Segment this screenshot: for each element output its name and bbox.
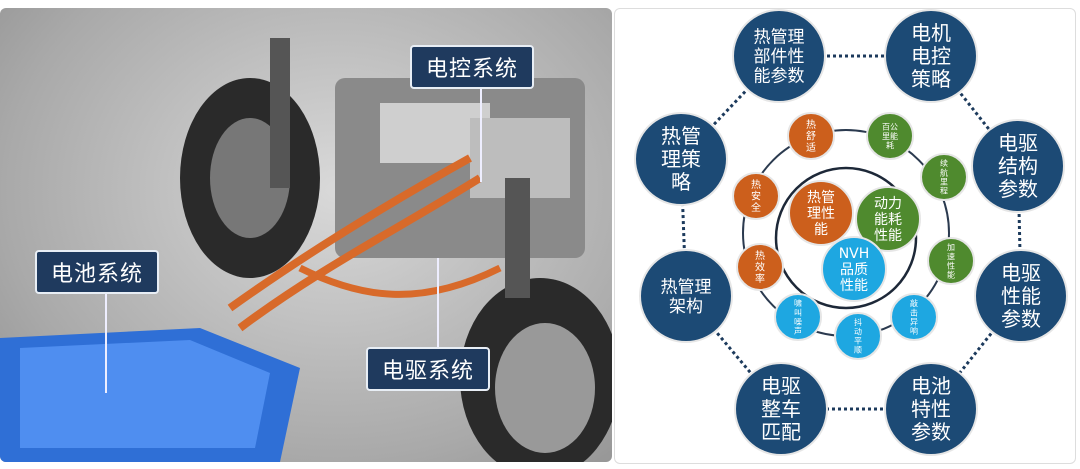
node-text: 热 xyxy=(806,118,816,131)
node-text: 电机 xyxy=(911,21,951,45)
node-text: 热管理 xyxy=(661,277,712,297)
node-text: NVH xyxy=(839,246,870,262)
chassis-illustration xyxy=(0,38,612,462)
node-text: 击 xyxy=(910,307,918,317)
node-text: 安 xyxy=(751,190,761,203)
node-text: 加 xyxy=(947,242,955,252)
node-text: 动力 xyxy=(874,196,902,212)
node-text: 续 xyxy=(940,158,948,168)
node-text: 适 xyxy=(806,142,816,154)
node-text: 性 xyxy=(947,260,955,270)
node-text: 热 xyxy=(751,178,761,191)
node-text: 热 xyxy=(755,249,765,262)
node-text: 全 xyxy=(751,201,761,214)
node-text: 能 xyxy=(814,222,828,238)
node-text: 敲 xyxy=(910,298,918,308)
node-text: 响 xyxy=(910,326,918,336)
ring-node: 热安全 xyxy=(732,172,780,220)
label-drive-system: 电驱系统 xyxy=(366,347,491,391)
node-text: 噪 xyxy=(794,317,802,326)
label-control-system: 电控系统 xyxy=(410,45,535,89)
node-text: 电驱 xyxy=(761,374,801,398)
node-text: 理性 xyxy=(807,206,835,222)
node-text: 率 xyxy=(755,272,765,285)
node-text: 耗 xyxy=(886,141,894,150)
node-text: 顺 xyxy=(854,346,862,355)
node-text: 电控 xyxy=(911,44,951,68)
node-text: 参数 xyxy=(1001,307,1041,331)
node-text: 特性 xyxy=(911,397,951,421)
node-text: 略 xyxy=(671,170,691,194)
node-text: 结构 xyxy=(998,154,1038,178)
node-text: 理策 xyxy=(661,147,701,171)
inner-ring xyxy=(774,166,918,310)
node-text: 速 xyxy=(947,252,955,261)
node-text: 性能 xyxy=(1001,284,1041,308)
performance-diagram: 热管理部件性能参数电机电控策略电驱结构参数电驱性能参数电池特性参数电驱整车匹配热… xyxy=(614,8,1076,464)
node-text: 叫 xyxy=(794,307,802,317)
node-text: 电池 xyxy=(911,374,951,398)
node-text: 抖 xyxy=(854,317,862,327)
node-text: 里能 xyxy=(882,131,898,141)
node-text: 性能 xyxy=(874,228,902,244)
label-battery-system: 电池系统 xyxy=(35,250,160,294)
node-text: 能参数 xyxy=(754,67,805,87)
node-text: 电驱 xyxy=(998,131,1038,155)
node-text: 部件性 xyxy=(754,47,805,67)
ring-node: 热效率 xyxy=(736,243,784,291)
node-text: 品质 xyxy=(840,262,868,278)
node-text: 热管 xyxy=(661,124,701,148)
node-text: 电驱 xyxy=(1001,261,1041,285)
node-text: 动 xyxy=(854,326,862,336)
node-text: 热管 xyxy=(807,190,835,206)
node-text: 匹配 xyxy=(761,420,801,444)
node-text: 参数 xyxy=(998,177,1038,201)
node-text: 热管理 xyxy=(754,28,805,48)
node-text: 声 xyxy=(794,326,802,336)
node-text: 能耗 xyxy=(874,212,902,228)
node-text: 平 xyxy=(854,336,862,345)
node-text: 整车 xyxy=(761,397,801,421)
node-text: 架构 xyxy=(669,297,703,317)
node-text: 程 xyxy=(940,187,948,196)
node-text: 啸 xyxy=(794,298,802,308)
node-text: 异 xyxy=(910,317,918,326)
ring-node: 热舒适 xyxy=(787,112,835,160)
node-text: 效 xyxy=(755,261,765,274)
node-text: 参数 xyxy=(911,420,951,444)
node-text: 策略 xyxy=(911,67,951,91)
node-text: 百公 xyxy=(882,123,898,132)
ev-chassis-photo: 电控系统 电池系统 电驱系统 xyxy=(0,8,612,462)
node-text: 航 xyxy=(940,167,948,177)
node-text: 舒 xyxy=(806,130,816,143)
node-text: 能 xyxy=(947,270,955,280)
node-text: 性能 xyxy=(840,278,868,294)
node-text: 里 xyxy=(940,177,948,186)
